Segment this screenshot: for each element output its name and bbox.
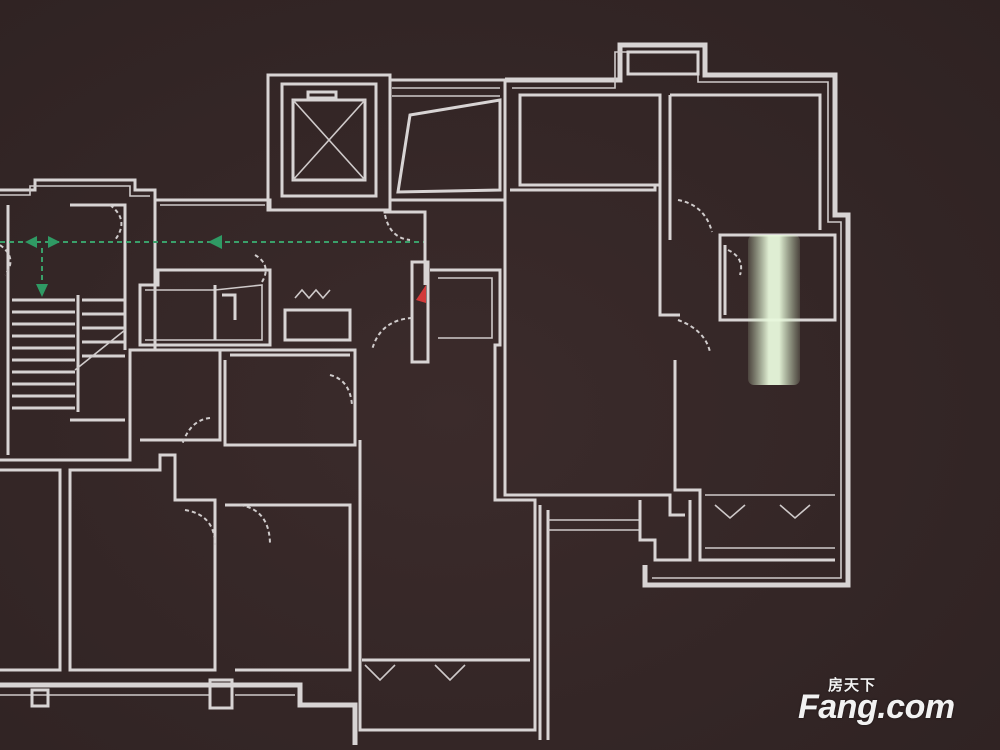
bath-room: [718, 233, 837, 385]
evacuation-arrow-icon: [48, 236, 60, 248]
stair-core: [0, 178, 157, 462]
lower-left-rooms: [0, 453, 530, 745]
living-area: [358, 185, 835, 740]
watermark-brand-text: Fang.com: [798, 688, 955, 726]
upper-right-rooms: [505, 42, 851, 588]
evacuation-arrow-icon: [36, 284, 48, 297]
elevator-icon: [292, 99, 366, 181]
evacuation-route: [0, 235, 425, 297]
watermark: 房天下 Fang.com: [798, 674, 988, 734]
evacuation-arrow-icon: [208, 235, 222, 249]
fire-marker-icon: [416, 285, 426, 303]
elevator-shaft: [266, 73, 392, 212]
service-room: [390, 78, 507, 202]
light-reflection: [748, 235, 800, 385]
stair-steps: [12, 295, 126, 412]
watermark-chinese-text: 房天下: [828, 676, 877, 694]
left-middle-rooms: [130, 288, 357, 447]
fire-marker: [371, 260, 430, 364]
evacuation-arrow-icon: [25, 236, 37, 248]
